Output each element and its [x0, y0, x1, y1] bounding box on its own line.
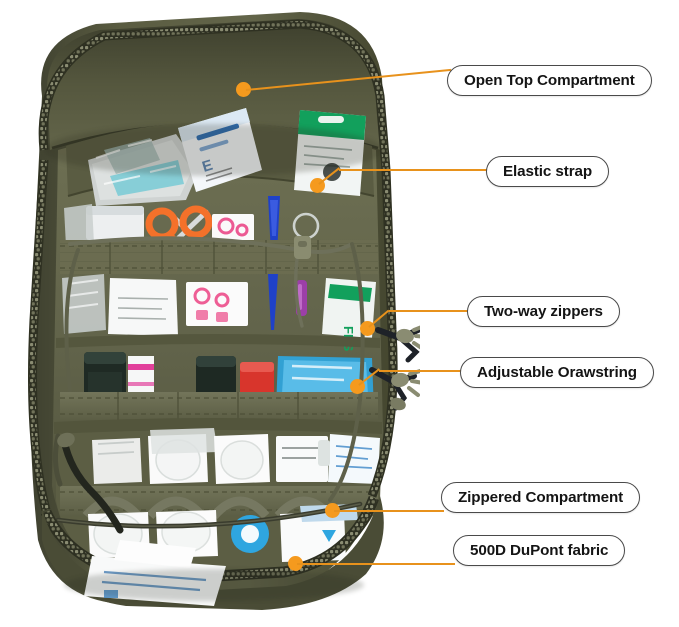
callout-dot-dupont-fabric: [288, 556, 303, 571]
callout-label-elastic-strap: Elastic strap: [503, 163, 593, 180]
callout-adjustable-drawstring: Adjustable Orawstring: [460, 357, 654, 388]
callout-open-top-compartment: Open Top Compartment: [447, 65, 652, 96]
callout-two-way-zippers: Two-way zippers: [467, 296, 620, 327]
callout-dupont-fabric: 500D DuPont fabric: [453, 535, 626, 566]
callout-label-two-way-zippers: Two-way zippers: [484, 303, 603, 320]
pouch-illustration: E: [28, 12, 420, 610]
first-aid-pouch-photo: E: [28, 12, 420, 610]
callout-dot-open-top-compartment: [236, 82, 251, 97]
callout-zippered-compartment: Zippered Compartment: [441, 482, 641, 513]
callout-label-dupont-fabric: 500D DuPont fabric: [470, 542, 609, 559]
callout-elastic-strap: Elastic strap: [486, 156, 610, 187]
callout-label-adjustable-drawstring: Adjustable Orawstring: [477, 364, 637, 381]
callout-dot-zippered-compartment: [325, 503, 340, 518]
callout-leader-two-way-zippers: [389, 310, 471, 312]
callout-leader-zippered-compartment: [334, 510, 444, 512]
callout-leader-dupont-fabric: [297, 563, 455, 565]
callout-label-zippered-compartment: Zippered Compartment: [458, 489, 624, 506]
callout-leader-adjustable-drawstring: [379, 370, 463, 372]
callout-label-open-top-compartment: Open Top Compartment: [464, 72, 635, 89]
callout-leader-elastic-strap: [339, 169, 490, 171]
